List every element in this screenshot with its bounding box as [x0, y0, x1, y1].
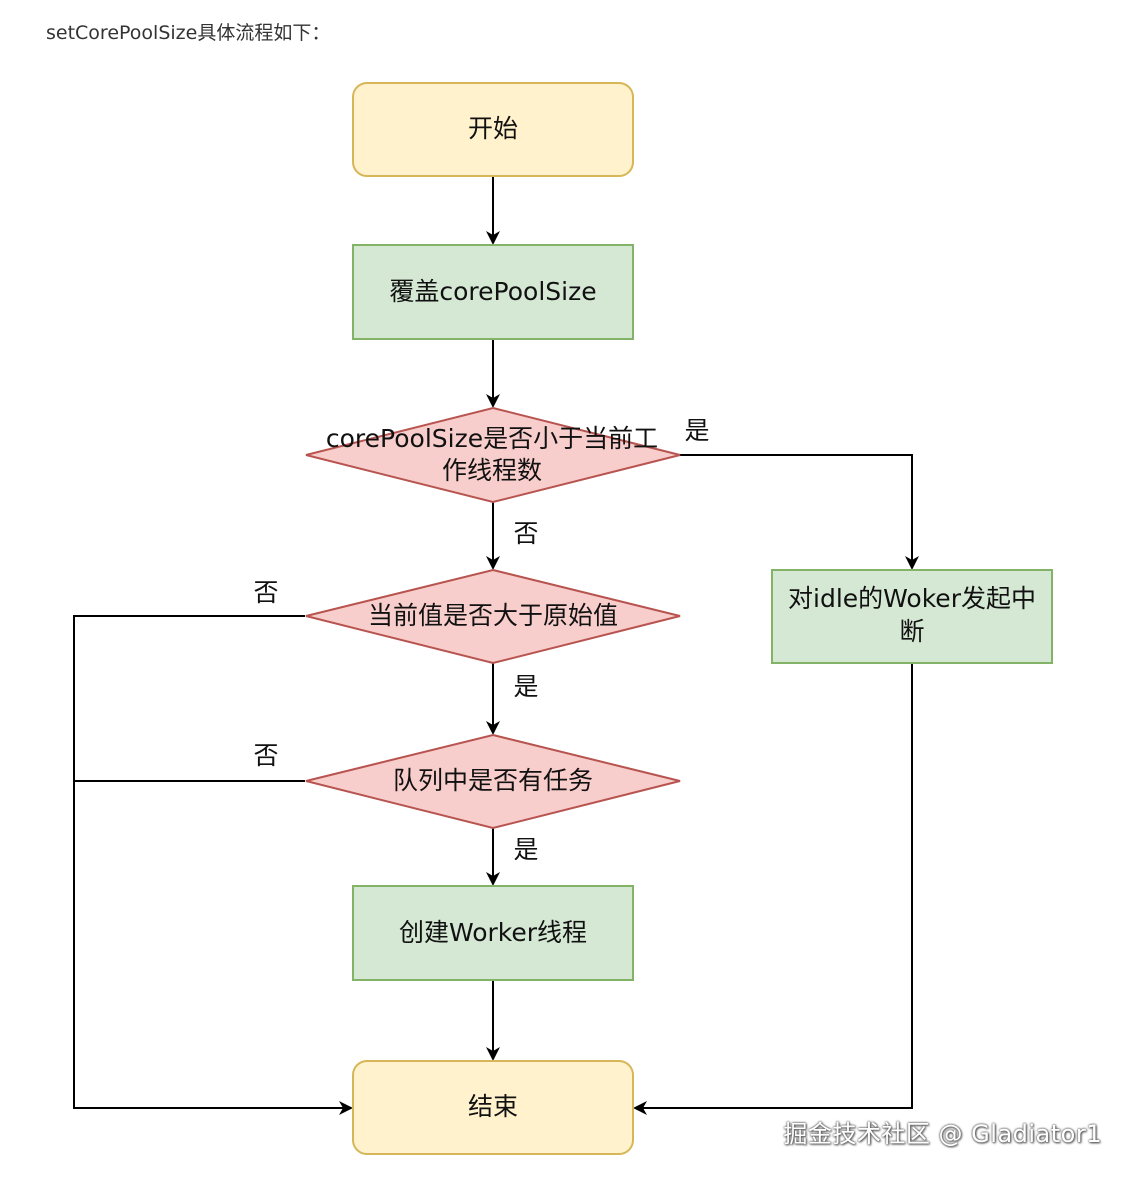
edge-label-less-yes: 是: [684, 416, 709, 445]
decision-queue-node: [305, 733, 681, 830]
edge-label-queue-yes: 是: [513, 835, 538, 864]
decision-greater-label: 当前值是否大于原始值: [368, 601, 618, 630]
edge-label-greater-yes: 是: [513, 672, 538, 701]
intro-text: setCorePoolSize具体流程如下：: [46, 22, 331, 44]
watermark: 掘金技术社区 @ Gladiator1: [783, 1120, 1102, 1148]
edge-decision-less-yes: [680, 454, 919, 570]
interrupt-label-line1: 对idle的Woker发起中: [788, 584, 1036, 613]
edge-decision-greater-no: [73, 615, 353, 1115]
edge-interrupt-to-end: [633, 663, 913, 1115]
edge-label-greater-no: 否: [253, 578, 278, 607]
decision-queue-label: 队列中是否有任务: [393, 766, 593, 795]
end-label: 结束: [468, 1092, 518, 1121]
edge-label-less-no: 否: [513, 519, 538, 548]
start-label: 开始: [468, 114, 518, 143]
decision-greater-node: [305, 568, 681, 665]
edge-label-queue-no: 否: [253, 741, 278, 770]
start-node: [352, 82, 634, 177]
interrupt-node: [771, 569, 1053, 664]
create-worker-node: [352, 885, 634, 981]
decision-less-node: [305, 406, 681, 504]
override-node: [352, 244, 634, 340]
interrupt-label-line2: 断: [899, 617, 924, 646]
decision-less-label-line1: corePoolSize是否小于当前工: [326, 424, 658, 453]
create-worker-label: 创建Worker线程: [399, 918, 587, 947]
decision-less-label-line2: 作线程数: [442, 456, 542, 485]
end-node: [352, 1060, 634, 1155]
edges: [73, 176, 919, 1115]
override-label: 覆盖corePoolSize: [389, 277, 596, 306]
